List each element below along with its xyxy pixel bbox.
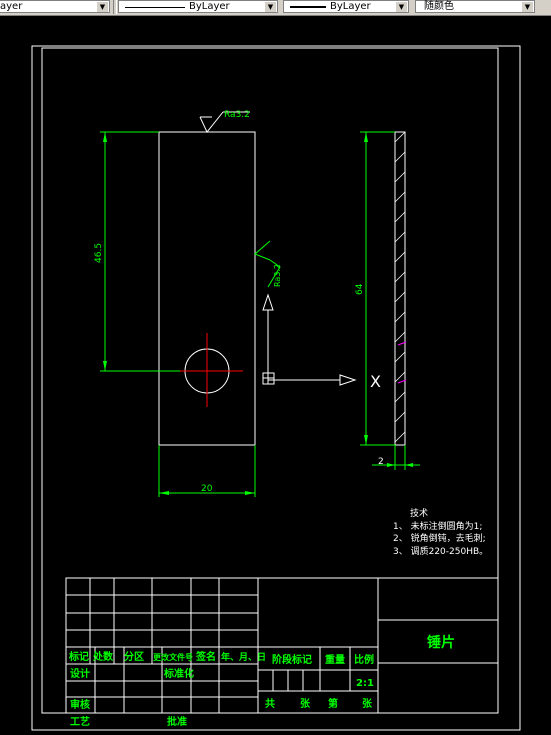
scale-value: 2:1	[356, 678, 374, 689]
scale-label: 比例	[354, 653, 374, 666]
notes-item-3: 3、 调质220-250HB。	[393, 545, 488, 557]
notes-title: 技术	[410, 507, 428, 519]
roughness-side-label: Ra3.2	[273, 264, 282, 287]
x-axis-marker: X	[370, 372, 381, 391]
header-count: 处数	[92, 650, 114, 663]
row-approve: 批准	[167, 715, 187, 728]
linetype-dropdown-label: ByLayer	[189, 1, 230, 12]
chevron-down-icon[interactable]: ▼	[521, 2, 533, 12]
sheet-num-b: 张	[362, 697, 373, 710]
header-mark: 标记	[68, 650, 89, 663]
header-docnum: 更改文件号	[153, 652, 193, 662]
lineweight-dropdown[interactable]: ByLayer ▼	[283, 0, 409, 13]
linetype-preview	[125, 7, 185, 8]
lineweight-preview	[290, 6, 326, 8]
hatch-pattern	[394, 131, 406, 443]
roughness-top-label: Ra3.2	[224, 110, 250, 120]
technical-notes: 技术 1、 未标注倒圆角为1; 2、 锐角倒钝，去毛刺; 3、 调质220-25…	[393, 507, 488, 557]
dim-width-label: 20	[201, 484, 213, 494]
notes-item-2: 2、 锐角倒钝，去毛刺;	[393, 532, 486, 544]
roughness-symbol-top: Ra3.2	[199, 110, 250, 133]
part-name: 锤片	[427, 634, 455, 651]
chevron-down-icon[interactable]: ▼	[96, 2, 108, 12]
row-design: 设计	[70, 667, 90, 680]
sheet-total-a: 共	[265, 697, 275, 710]
title-block	[65, 577, 499, 714]
drawing-canvas[interactable]: Ra3.2 Ra3.2 46.5 20	[0, 15, 551, 735]
roughness-symbol-side: Ra3.2	[254, 240, 282, 288]
row-process: 工艺	[70, 715, 90, 728]
color-dropdown-label: 随颜色	[424, 1, 454, 12]
notes-item-1: 1、 未标注倒圆角为1;	[393, 520, 482, 532]
layer-dropdown[interactable]: ayer ▼	[0, 0, 110, 13]
layer-dropdown-label: ayer	[0, 1, 23, 12]
stage-mark: 阶段标记	[272, 653, 312, 666]
dimension-64: 64	[355, 131, 395, 446]
side-outline	[394, 131, 406, 446]
dim-thickness-label: 2	[378, 457, 384, 467]
linetype-dropdown[interactable]: ByLayer ▼	[118, 0, 278, 13]
ucs-icon	[262, 293, 357, 386]
row-review: 审核	[70, 698, 90, 711]
sheet-total-b: 张	[300, 697, 311, 710]
sheet-num-a: 第	[328, 697, 338, 710]
title-block-text: 标记 处数 分区 更改文件号 签名 年、月、日 设计 标准化 审核 工艺 批准 …	[68, 634, 455, 728]
header-date: 年、月、日	[221, 651, 266, 663]
row-standard: 标准化	[163, 667, 194, 680]
weight-label: 重量	[325, 653, 345, 666]
dim-vertical-label: 46.5	[94, 243, 104, 263]
side-view: X 64 2	[355, 131, 420, 470]
dimension-46-5: 46.5	[94, 131, 180, 372]
dimension-2: 2	[372, 445, 420, 470]
dimension-20: 20	[158, 445, 256, 497]
front-view: Ra3.2 Ra3.2 46.5 20	[94, 110, 282, 497]
axis-marker-label: X	[370, 372, 381, 391]
properties-toolbar: ayer ▼ ByLayer ▼ ByLayer ▼ 随颜色 ▼	[0, 0, 551, 16]
chevron-down-icon[interactable]: ▼	[395, 2, 407, 12]
chevron-down-icon[interactable]: ▼	[264, 2, 276, 12]
dim-height-label: 64	[355, 283, 365, 295]
color-dropdown[interactable]: 随颜色 ▼	[415, 0, 535, 13]
header-sign: 签名	[195, 650, 216, 663]
toolbar-separator	[113, 0, 117, 14]
sheet-outer-border	[31, 45, 521, 731]
lineweight-dropdown-label: ByLayer	[330, 1, 371, 12]
header-zone: 分区	[124, 650, 144, 663]
